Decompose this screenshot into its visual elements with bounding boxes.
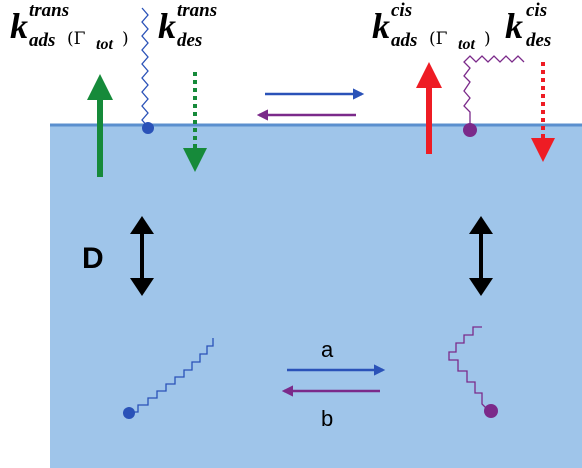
cis-gamma-close: ) [484,29,491,49]
trans-desorption-label: k trans des [158,0,217,51]
cis-gamma-open: (Γ [429,29,448,49]
cis-molecule-surface [463,55,525,137]
forward-rate-label: a [321,337,334,362]
diffusion-label: D [82,242,104,275]
cis-des-k: k [505,6,523,46]
bulk-equilibrium-arrows-icon [281,364,386,397]
trans-molecule-bulk [123,338,214,419]
trans-gamma-open: (Γ [67,29,86,49]
cis-ads-k: k [372,6,390,46]
trans-molecule-surface [141,7,154,134]
cis-adsorption-label: k cis ads (Γ tot ) [372,0,491,53]
trans-gamma-close: ) [122,29,129,49]
cis-gamma-sub: tot [458,36,475,53]
trans-des-k: k [158,6,176,46]
trans-gamma-sub: tot [96,36,113,53]
trans-headgroup-surface-icon [142,122,154,134]
trans-adsorption-arrow-icon [87,74,113,177]
cis-desorption-arrow-icon [531,62,555,162]
trans-des-sub: des [177,30,202,51]
backward-rate-label: b [321,406,333,431]
trans-headgroup-bulk-icon [123,407,135,419]
cis-adsorption-arrow-icon [416,62,442,154]
trans-ads-sup: trans [29,0,69,21]
cis-headgroup-surface-icon [463,123,477,137]
cis-desorption-label: k cis des [505,0,551,51]
cis-molecule-bulk [448,326,498,418]
cis-diffusion-arrow-icon [469,216,493,296]
trans-des-sup: trans [177,0,217,21]
cis-ads-sup: cis [391,0,412,21]
surface-equilibrium-arrows-icon [256,88,365,121]
trans-adsorption-label: k trans ads (Γ tot ) [10,0,129,53]
trans-diffusion-arrow-icon [130,216,154,296]
cis-des-sup: cis [526,0,547,21]
trans-ads-k: k [10,6,28,46]
cis-des-sub: des [526,30,551,51]
trans-ads-sub: ads [29,30,55,51]
cis-headgroup-bulk-icon [484,404,498,418]
cis-ads-sub: ads [391,30,417,51]
trans-desorption-arrow-icon [183,72,207,172]
